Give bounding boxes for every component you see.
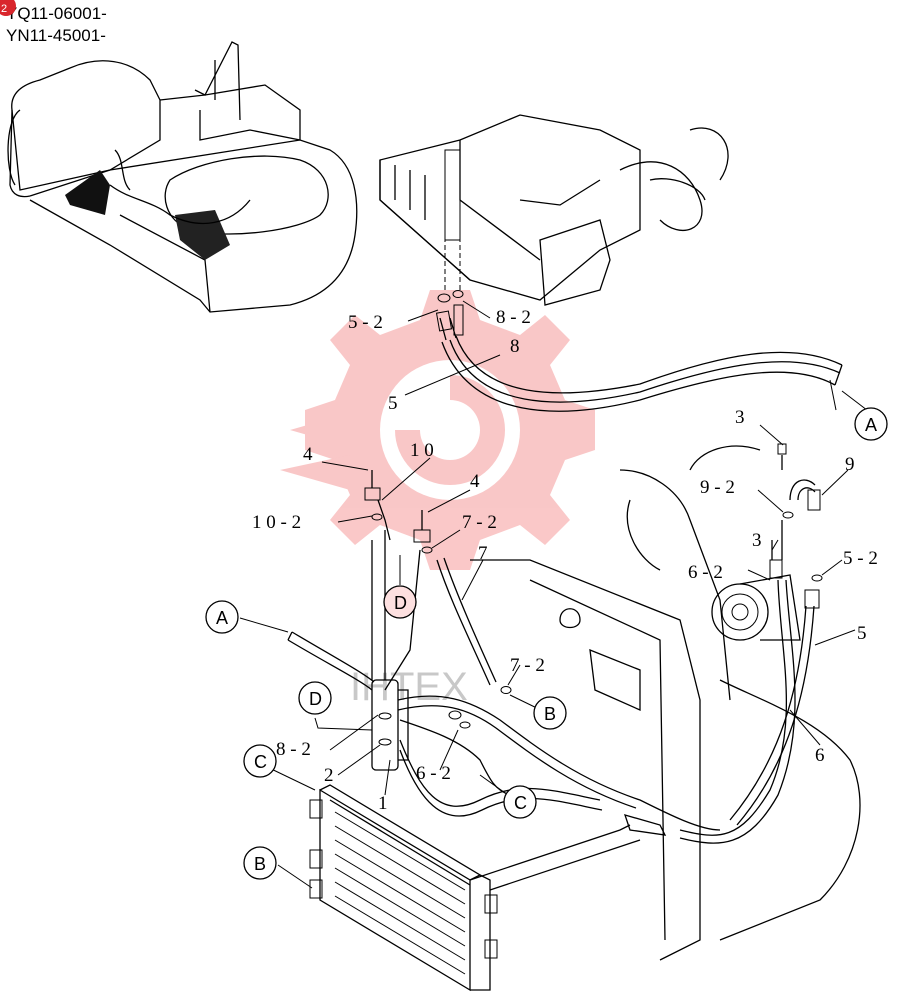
label-4-right: 4 <box>470 471 480 492</box>
callout-a-left: A <box>205 600 239 634</box>
serial-range-2: YN11-45001- <box>6 26 106 45</box>
callout-d-lower: D <box>298 681 332 715</box>
svg-text:B: B <box>544 704 556 724</box>
condenser <box>309 784 667 992</box>
label-9: 9 <box>845 454 855 475</box>
label-9-2: 9 - 2 <box>700 477 735 498</box>
label-1: 1 <box>378 793 388 814</box>
callout-b-right: B <box>533 696 567 730</box>
corner-badge: 2 <box>0 0 16 16</box>
svg-text:D: D <box>394 593 407 613</box>
machine-overview-inset <box>7 41 358 313</box>
condenser-hoses <box>287 631 721 831</box>
callout-b-left: B <box>243 846 277 880</box>
hose-5-and-8-upper <box>435 290 843 412</box>
label-5-2-upper: 5 - 2 <box>348 312 383 333</box>
callout-c-right: C <box>503 785 537 819</box>
svg-text:A: A <box>216 608 228 628</box>
svg-text:2: 2 <box>1 3 7 15</box>
compressor-hoses <box>679 443 823 844</box>
label-6-2-lower: 6 - 2 <box>416 763 451 784</box>
label-8: 8 <box>510 336 520 357</box>
callout-a-right: A <box>854 407 888 441</box>
receiver-drier <box>371 679 409 771</box>
label-5-right: 5 <box>857 623 867 644</box>
svg-text:B: B <box>254 854 266 874</box>
label-10: 1 0 <box>410 440 434 461</box>
label-6: 6 <box>815 745 825 766</box>
label-7-2-lower: 7 - 2 <box>510 655 545 676</box>
label-8-2-lower: 8 - 2 <box>276 739 311 760</box>
engine-block <box>470 445 861 961</box>
label-7-2-upper: 7 - 2 <box>462 512 497 533</box>
label-7: 7 <box>478 543 488 564</box>
svg-text:A: A <box>865 415 877 435</box>
label-10-2: 1 0 - 2 <box>252 512 301 533</box>
part-number-labels: 5 - 2 8 - 2 8 5 3 9 9 - 2 3 6 - 2 5 - 2 … <box>252 307 878 814</box>
label-5-upper: 5 <box>388 393 398 414</box>
svg-text:C: C <box>514 793 527 813</box>
label-3-lower: 3 <box>752 530 762 551</box>
leader-lines <box>239 300 881 889</box>
watermark-gear-icon <box>280 290 595 570</box>
label-6-2: 6 - 2 <box>688 562 723 583</box>
callout-c-left: C <box>243 744 277 778</box>
label-5-2-right: 5 - 2 <box>843 548 878 569</box>
watermark-text: IHTEX <box>350 665 468 709</box>
label-3-upper: 3 <box>735 407 745 428</box>
label-2: 2 <box>324 765 334 786</box>
svg-text:D: D <box>309 689 322 709</box>
compressor <box>711 574 801 641</box>
callout-d-upper: D <box>383 585 417 619</box>
serial-range-1: YQ11-06001- <box>6 4 107 23</box>
svg-text:C: C <box>254 752 267 772</box>
label-8-2-upper: 8 - 2 <box>496 307 531 328</box>
label-4-left: 4 <box>303 444 313 465</box>
evaporator-unit <box>379 114 729 306</box>
